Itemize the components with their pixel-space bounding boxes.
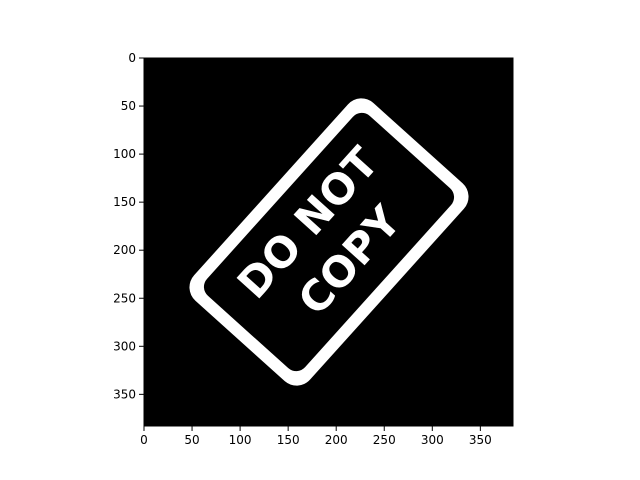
y-axis: 0 50 100 150 200 250 300 350 — [113, 51, 144, 401]
x-tick-label: 100 — [229, 433, 252, 447]
x-tick-label: 50 — [184, 433, 199, 447]
y-tick-label: 150 — [113, 195, 136, 209]
stamp-inner-field — [203, 112, 455, 372]
y-tick-label: 300 — [113, 339, 136, 353]
x-tick-label: 300 — [421, 433, 444, 447]
x-tick-label: 150 — [277, 433, 300, 447]
x-tick-label: 250 — [373, 433, 396, 447]
image-area: DO NOT COPY — [143, 57, 514, 427]
image-frame — [143, 57, 514, 427]
x-tick-label: 350 — [469, 433, 492, 447]
y-tick-label: 100 — [113, 147, 136, 161]
y-tick-label: 250 — [113, 291, 136, 305]
x-axis: 0 50 100 150 200 250 300 350 — [140, 426, 492, 447]
y-tick-label: 50 — [121, 99, 136, 113]
x-tick-label: 200 — [325, 433, 348, 447]
y-tick-label: 350 — [113, 387, 136, 401]
y-tick-label: 0 — [128, 51, 136, 65]
y-tick-label: 200 — [113, 243, 136, 257]
x-tick-label: 0 — [140, 433, 148, 447]
